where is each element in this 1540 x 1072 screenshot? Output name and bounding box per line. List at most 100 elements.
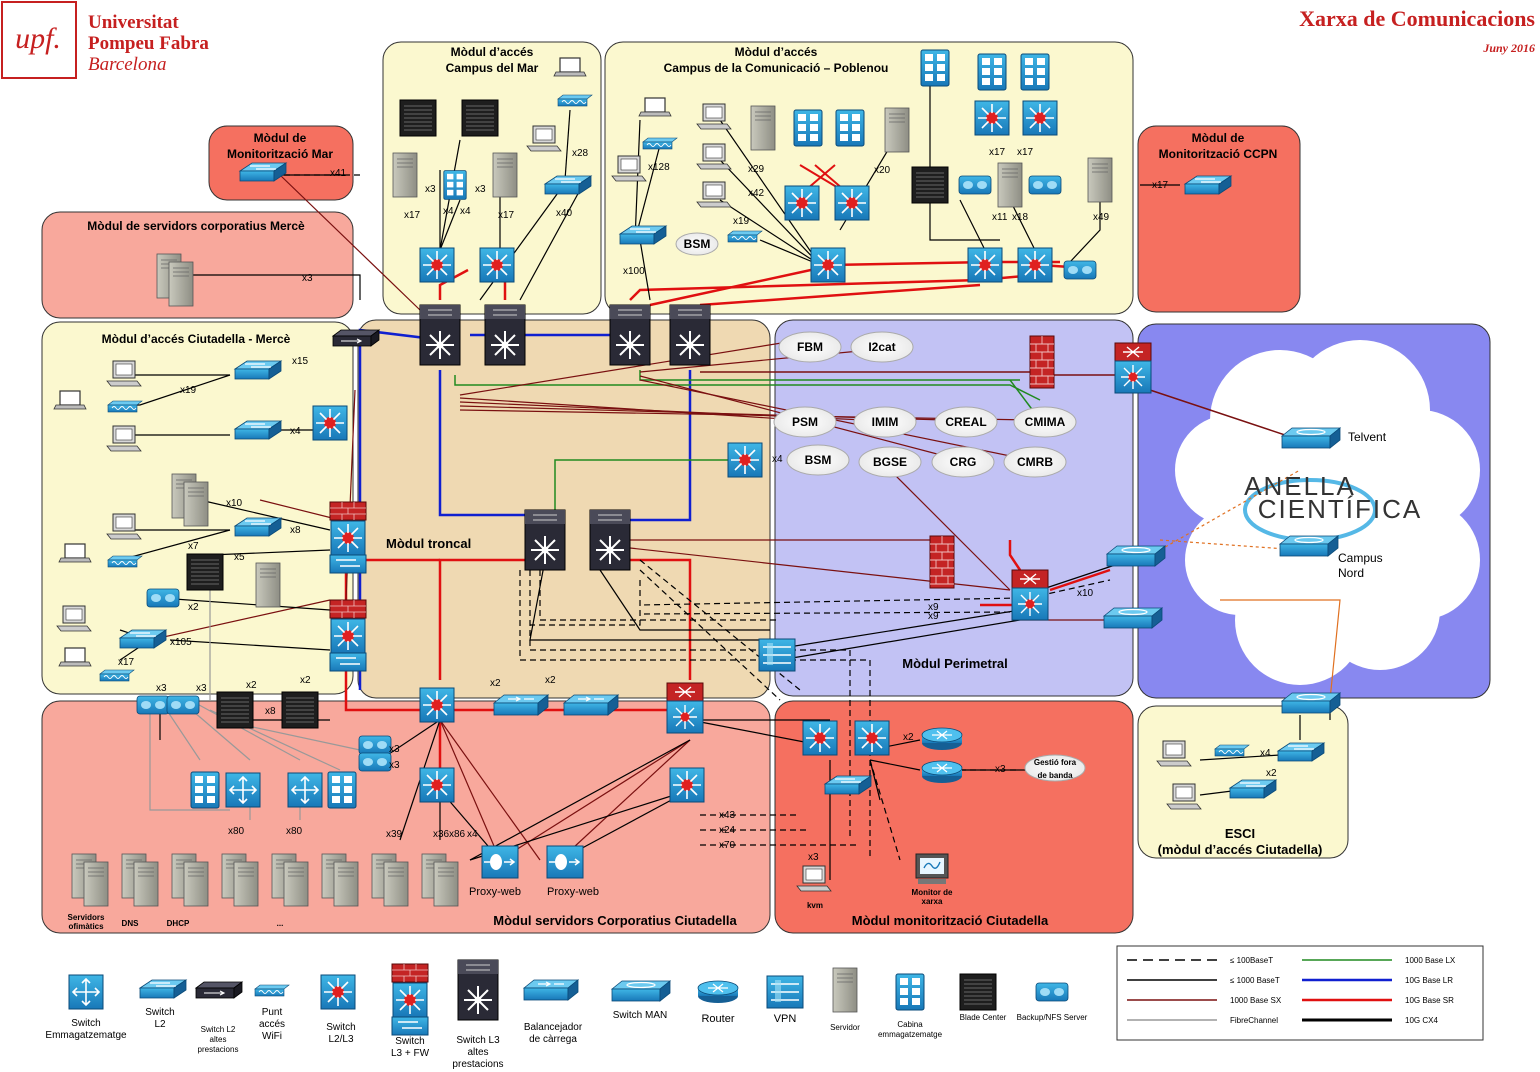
university-name: Pompeu Fabra <box>88 33 209 54</box>
server-icon <box>1087 157 1113 203</box>
count-label: x3 <box>156 683 167 694</box>
core-switch-icon <box>524 509 566 571</box>
cloud-bgse: BGSE <box>858 446 922 478</box>
switch-man-icon <box>1279 535 1339 557</box>
link-line <box>469 739 691 861</box>
core-switch-icon <box>457 959 499 1021</box>
count-label: x3 <box>389 744 400 755</box>
count-label: x8 <box>265 706 276 717</box>
server-icon <box>997 162 1023 208</box>
switch-storage-icon <box>68 974 104 1010</box>
server-icon <box>884 107 910 153</box>
count-label: x17 <box>118 657 135 668</box>
switch-l3-icon <box>784 185 820 221</box>
storage-cabinet-icon <box>977 53 1007 91</box>
server-icon <box>255 562 281 608</box>
switch-l2-hp-icon <box>195 981 243 999</box>
backup-server-icon <box>358 752 392 772</box>
count-label: x17 <box>1152 180 1169 191</box>
cloud-label: Gestió fora <box>1034 758 1077 767</box>
link-line <box>180 274 361 300</box>
cloud-shape <box>675 232 719 256</box>
module-monitoring-ccpn <box>1137 125 1301 313</box>
legend-label: Switch L2 <box>201 1025 236 1034</box>
link-line <box>119 529 231 561</box>
switch-l3-fw-icon <box>330 600 366 671</box>
blade-center-icon <box>461 99 499 137</box>
cloud-shape <box>778 331 842 363</box>
count-label: x3 <box>196 683 207 694</box>
university-city: Barcelona <box>88 54 166 75</box>
logo-text: upf. <box>15 22 61 55</box>
count-label: x42 <box>748 188 765 199</box>
anella-label: Nord <box>1338 566 1364 580</box>
server-icon <box>422 854 458 906</box>
backup-server-icon <box>1063 260 1097 280</box>
count-label: x105 <box>170 637 192 648</box>
load-balancer-icon <box>563 694 619 716</box>
link-line <box>879 459 1011 591</box>
count-label: x10 <box>1077 588 1094 599</box>
switch-l3-fw-icon <box>666 682 704 734</box>
switch-storage-icon <box>225 772 261 808</box>
server-icon <box>72 854 108 906</box>
legend-line-label: FibreChannel <box>1230 1016 1278 1025</box>
link-line <box>159 597 331 611</box>
link-line <box>199 499 331 531</box>
server-label: DNS <box>122 919 140 928</box>
switch-man-icon <box>611 980 671 1002</box>
link-line <box>209 549 331 556</box>
link-line <box>639 611 1021 615</box>
anella-label: Telvent <box>1348 430 1387 444</box>
cloud-shape <box>853 406 917 438</box>
count-label: x17 <box>404 210 421 221</box>
backup-server-icon <box>166 695 200 715</box>
count-label: x24 <box>719 825 736 836</box>
server-icon <box>172 854 208 906</box>
cloud-shape <box>1013 406 1077 438</box>
link-line <box>279 174 421 311</box>
legend-label: altes <box>210 1035 227 1044</box>
cloud-imim: IMIM <box>853 406 917 438</box>
cloud-label: CREAL <box>945 415 986 429</box>
blade-center-icon <box>399 99 437 137</box>
link-line <box>439 719 541 861</box>
switch-storage-icon <box>287 772 323 808</box>
count-label: x2 <box>1266 768 1277 779</box>
storage-cabinet-icon <box>920 49 950 87</box>
module-troncal <box>357 319 771 699</box>
cloud-psm: PSM <box>773 406 837 438</box>
count-label: x3 <box>808 852 819 863</box>
module-title: Mòdul de <box>254 131 307 145</box>
module-title: Mòdul d’accés <box>451 45 534 59</box>
cloud-i2cat: I2cat <box>850 331 914 363</box>
count-label: x19 <box>180 385 197 396</box>
switch-man-icon <box>1281 427 1341 449</box>
backup-server-icon <box>1035 982 1069 1002</box>
legend-label: Switch <box>326 1022 355 1033</box>
device-label: xarxa <box>922 897 943 906</box>
core-switch-icon <box>669 304 711 366</box>
proxy-label: Proxy-web <box>547 886 599 898</box>
core-switch-icon <box>419 304 461 366</box>
count-label: x41 <box>330 168 347 179</box>
module-title: Mòdul troncal <box>386 536 471 551</box>
count-label: x3 <box>389 760 400 771</box>
switch-l3-icon <box>419 687 455 723</box>
legend-label: altes <box>467 1047 488 1058</box>
legend-label: WiFi <box>262 1031 282 1042</box>
proxy-icon <box>481 845 519 879</box>
switch-l3-icon <box>854 720 890 756</box>
count-label: x2 <box>903 732 914 743</box>
module-title: Campus de la Comunicació – Poblenou <box>664 61 889 75</box>
legend-label: Balancejador <box>524 1022 583 1033</box>
count-label: x40 <box>556 208 573 219</box>
link-line <box>1009 199 1036 251</box>
count-label: x19 <box>733 216 750 227</box>
link-line <box>439 199 461 251</box>
count-label: x10 <box>226 498 243 509</box>
cloud-cmrb: CMRB <box>1003 446 1067 478</box>
storage-cabinet-icon <box>1020 53 1050 91</box>
link-line <box>559 739 691 861</box>
server-icon <box>222 854 258 906</box>
